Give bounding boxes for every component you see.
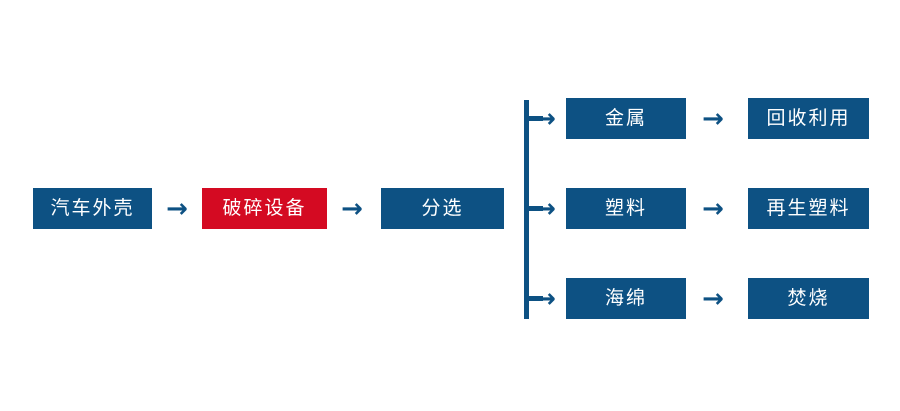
arrow-right-icon-branch-3: → (534, 283, 556, 314)
branch-stub-3 (527, 296, 543, 301)
node-recycled-plastic[interactable]: 再生塑料 (748, 188, 869, 229)
node-car-shell[interactable]: 汽车外壳 (33, 188, 152, 229)
node-crusher[interactable]: 破碎设备 (202, 188, 327, 229)
node-reuse[interactable]: 回收利用 (748, 98, 869, 139)
node-label: 汽车外壳 (50, 198, 135, 219)
arrow-right-icon-sponge-to-incineration: → (702, 283, 724, 314)
arrow-right-icon-plastic-to-recycled: → (702, 193, 724, 224)
arrow-right-icon-branch-2: → (534, 193, 556, 224)
arrow-right-icon-branch-1: → (534, 103, 556, 134)
node-label: 金属 (604, 108, 647, 129)
node-label: 回收利用 (766, 108, 851, 129)
branch-stub-2 (527, 206, 543, 211)
node-sorting[interactable]: 分选 (381, 188, 504, 229)
node-incineration[interactable]: 焚烧 (748, 278, 869, 319)
node-plastic[interactable]: 塑料 (566, 188, 686, 229)
node-sponge[interactable]: 海绵 (566, 278, 686, 319)
node-label: 破碎设备 (222, 198, 307, 219)
node-metal[interactable]: 金属 (566, 98, 686, 139)
arrow-right-icon-metal-to-reuse: → (702, 103, 724, 134)
arrow-right-icon-1: → (166, 193, 188, 224)
arrow-right-icon-2: → (341, 193, 363, 224)
branch-stub-1 (527, 116, 543, 121)
node-label: 焚烧 (787, 288, 830, 309)
node-label: 塑料 (604, 198, 647, 219)
node-label: 再生塑料 (766, 198, 851, 219)
branch-splitter-line (524, 100, 529, 319)
node-label: 分选 (421, 198, 464, 219)
node-label: 海绵 (604, 288, 647, 309)
